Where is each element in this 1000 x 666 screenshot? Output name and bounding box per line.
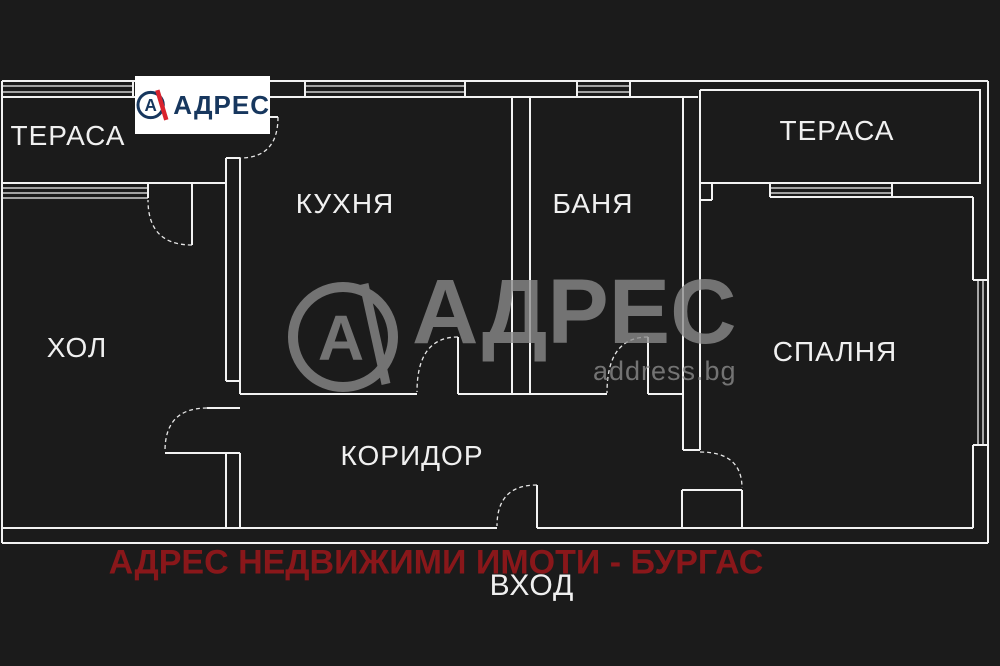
- room-label-corridor: КОРИДОР: [340, 440, 484, 471]
- room-label-terrace-right: ТЕРАСА: [779, 115, 895, 146]
- room-label-bathroom: БАНЯ: [552, 188, 634, 219]
- watermark-brand: АДРЕС: [412, 261, 737, 363]
- room-label-terrace-left: ТЕРАСА: [10, 120, 126, 151]
- agency-logo-monogram: А: [136, 89, 169, 121]
- logo-slash-icon: [155, 89, 169, 121]
- watermark-slash-icon: [359, 283, 391, 385]
- logo-monogram-letter: А: [144, 95, 156, 115]
- windows-path: [2, 85, 984, 445]
- watermark-monogram-letter: А: [318, 302, 364, 374]
- agency-logo-brand: АДРЕС: [173, 89, 270, 120]
- watermark-text-block: АДРЕС address.bg: [412, 261, 737, 387]
- agency-watermark-text: АДРЕС НЕДВИЖИМИ ИМОТИ - БУРГАС: [108, 543, 764, 582]
- room-label-entrance: ВХОД: [489, 569, 575, 602]
- room-label-kitchen: КУХНЯ: [295, 188, 395, 219]
- walls-path: [1, 80, 989, 544]
- door-arcs-path: [147, 116, 743, 527]
- watermark-circle-icon: [288, 282, 398, 392]
- watermark-domain: address.bg: [592, 355, 737, 386]
- room-label-living-room: ХОЛ: [46, 332, 108, 363]
- center-watermark: А АДРЕС address.bg: [286, 261, 737, 396]
- watermark-monogram: А: [288, 282, 398, 392]
- agency-logo: А АДРЕС: [135, 76, 270, 134]
- room-label-bedroom: СПАЛНЯ: [772, 336, 898, 367]
